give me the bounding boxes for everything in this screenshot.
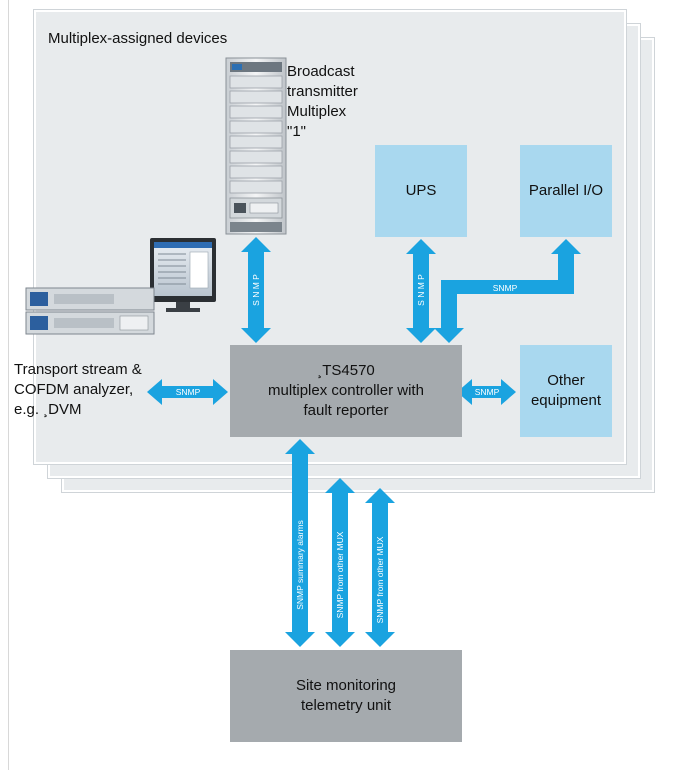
transmitter-snmp-label: S N M P (251, 274, 261, 306)
multiplex-controller-box: ¸TS4570 multiplex controller with fault … (230, 345, 462, 437)
analyzer-controller-arrow (147, 379, 228, 405)
ups-box: UPS (375, 145, 467, 237)
other-mux-label-1: SNMP from other MUX (335, 531, 345, 618)
other-mux-label-2: SNMP from other MUX (375, 536, 385, 623)
transmitter-label-line-1: Broadcast (287, 63, 355, 80)
other-equipment-box: Other equipment (520, 345, 612, 437)
analyzer-label-line-2: COFDM analyzer, (14, 381, 134, 398)
other-equipment-line-2: equipment (530, 392, 602, 409)
other-mux-arrow-2 (365, 488, 395, 647)
transmitter-rack-icon (225, 57, 287, 235)
transmitter-label-line-4: "1" (287, 123, 306, 140)
transmitter-label-line-3: Multiplex (287, 103, 347, 120)
site-monitoring-line-2: telemetry unit (300, 697, 392, 714)
analyzer-label-line-3: e.g. ¸DVM (14, 401, 82, 418)
parallel-io-label: Parallel I/O (528, 182, 604, 199)
arrow-layer (147, 237, 581, 647)
analyzer-label: Transport stream & COFDM analyzer, e.g. … (14, 360, 142, 420)
analyzer-equipment-icon (25, 238, 216, 335)
pio-controller-arrow (434, 239, 581, 343)
site-monitoring-box: Site monitoring telemetry unit (230, 650, 462, 742)
parallel-io-box: Parallel I/O (520, 145, 612, 237)
other-snmp-label: SNMP (475, 387, 500, 397)
controller-line-2: multiplex controller with (268, 382, 424, 399)
pio-snmp-label: SNMP (493, 283, 518, 293)
summary-alarms-label: SNMP summary alarms (295, 520, 305, 610)
transmitter-label: Broadcast transmitter Multiplex "1" (287, 62, 358, 142)
transmitter-controller-arrow (241, 237, 271, 343)
ups-label: UPS (405, 182, 437, 199)
other-equipment-line-1: Other (547, 372, 585, 389)
panel-title: Multiplex-assigned devices (48, 30, 228, 47)
site-monitoring-line-1: Site monitoring (295, 677, 397, 694)
controller-other-arrow (457, 379, 516, 405)
ups-controller-arrow (406, 239, 436, 343)
summary-alarms-arrow (285, 439, 315, 647)
controller-line-3: fault reporter (303, 402, 389, 419)
transmitter-label-line-2: transmitter (287, 83, 358, 100)
analyzer-snmp-label: SNMP (176, 387, 201, 397)
ups-snmp-label: S N M P (416, 274, 426, 306)
controller-line-1: ¸TS4570 (317, 362, 375, 379)
page-border (8, 0, 673, 770)
other-mux-arrow-1 (325, 478, 355, 647)
analyzer-label-line-1: Transport stream & (14, 361, 142, 378)
